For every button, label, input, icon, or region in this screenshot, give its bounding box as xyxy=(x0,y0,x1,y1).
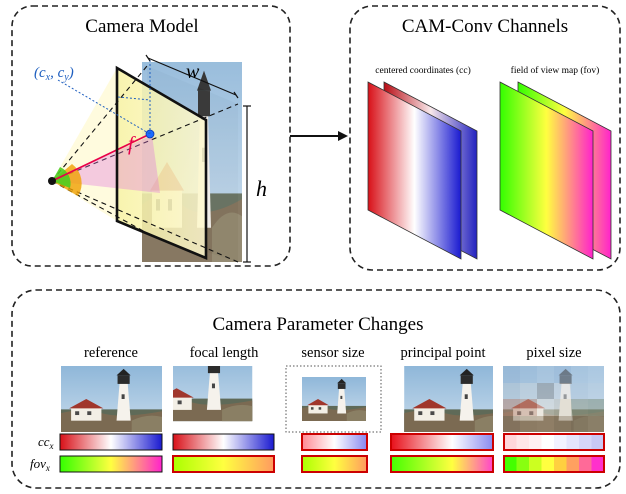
cc-bar-pixel-size xyxy=(503,433,605,451)
fov-channels xyxy=(499,81,612,260)
fov-bar-sensor-size xyxy=(301,455,368,473)
fov-bar-pixel-size xyxy=(503,455,605,473)
cc-label: centered coordinates (cc) xyxy=(375,65,470,76)
fov-bar-principal-point xyxy=(390,455,494,473)
column-label-sensor-size: sensor size xyxy=(301,345,364,361)
fov-bar-focal-length xyxy=(172,455,275,473)
parameter-changes-title: Camera Parameter Changes xyxy=(212,314,423,335)
camera-model-title: Camera Model xyxy=(85,16,198,37)
fov-channel-x xyxy=(499,81,594,260)
cc-bar-sensor-size xyxy=(301,433,368,451)
width-arrow xyxy=(147,57,237,96)
width-label: w xyxy=(186,61,200,83)
row-label-cc: ccx xyxy=(38,434,54,451)
cc-channels xyxy=(367,81,478,260)
height-label: h xyxy=(256,176,267,201)
camera-frustum xyxy=(48,65,239,263)
fov-bar-reference xyxy=(59,455,163,473)
fov-label: field of view map (fov) xyxy=(511,65,600,76)
cc-bar-reference xyxy=(59,433,163,451)
thumbnail-pixel-size xyxy=(503,366,604,432)
column-label-reference: reference xyxy=(84,345,138,361)
column-label-focal-length: focal length xyxy=(190,345,260,361)
cc-bar-focal-length xyxy=(172,433,275,451)
principal-point-label: (cx, cy) xyxy=(34,65,74,83)
thumbnail-reference xyxy=(61,366,162,432)
row-label-fov: fovx xyxy=(30,456,50,473)
camconv-panel xyxy=(349,5,621,271)
column-label-pixel-size: pixel size xyxy=(526,345,581,361)
thumbnail-focal-length xyxy=(151,355,252,421)
camconv-title: CAM-Conv Channels xyxy=(402,16,568,37)
parameter-changes-panel xyxy=(11,289,621,489)
column-label-principal-point: principal point xyxy=(401,345,486,361)
thumbnail-principal-point xyxy=(404,366,505,432)
sensor-frame xyxy=(115,65,208,260)
camera-center xyxy=(48,177,56,185)
thumbnail-sensor-size xyxy=(302,377,366,421)
cc-channel-x xyxy=(367,81,462,260)
focal-length-label: f xyxy=(128,133,136,155)
cc-bar-principal-point xyxy=(390,433,494,451)
